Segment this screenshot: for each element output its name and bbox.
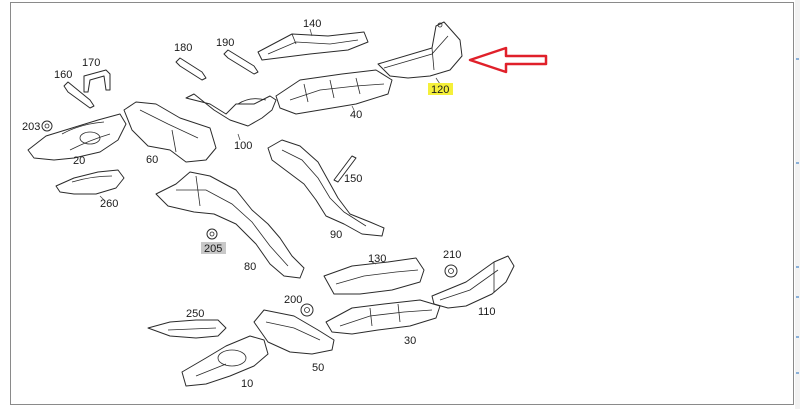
label-260: 260 <box>100 198 118 210</box>
label-120: 120 <box>431 84 449 96</box>
label-80: 80 <box>244 261 256 273</box>
label-60: 60 <box>146 154 158 166</box>
label-110: 110 <box>478 306 496 318</box>
part-60[interactable] <box>123 101 217 163</box>
leader-40 <box>351 105 355 111</box>
label-50: 50 <box>312 362 324 374</box>
strip-marker <box>796 162 799 164</box>
part-150[interactable] <box>333 155 357 183</box>
part-190[interactable] <box>223 49 259 75</box>
part-110[interactable] <box>431 255 515 309</box>
part-10[interactable] <box>181 335 269 387</box>
label-200: 200 <box>284 294 302 306</box>
label-170: 170 <box>82 57 100 69</box>
highlight-box-120 <box>428 83 453 95</box>
part-203[interactable] <box>41 120 53 132</box>
label-205: 205 <box>204 243 222 255</box>
label-10: 10 <box>241 378 253 390</box>
part-90[interactable] <box>267 139 385 237</box>
strip-marker <box>796 58 799 60</box>
part-30[interactable] <box>325 299 441 335</box>
label-90: 90 <box>330 229 342 241</box>
label-140: 140 <box>303 18 321 30</box>
part-180[interactable] <box>175 57 207 81</box>
part-260[interactable] <box>55 169 125 195</box>
label-40: 40 <box>350 109 362 121</box>
leader-260 <box>99 195 105 201</box>
part-80[interactable] <box>155 171 305 279</box>
label-160: 160 <box>54 69 72 81</box>
label-180: 180 <box>174 42 192 54</box>
scrollbar-strip <box>795 0 800 409</box>
label-20: 20 <box>73 155 85 167</box>
strip-marker <box>796 296 799 298</box>
label-210: 210 <box>443 249 461 261</box>
shaded-box-205 <box>201 242 226 254</box>
label-250: 250 <box>186 308 204 320</box>
leader-140 <box>309 28 313 37</box>
part-120[interactable] <box>377 21 463 79</box>
part-20[interactable] <box>27 113 127 161</box>
label-30: 30 <box>404 335 416 347</box>
part-40[interactable] <box>275 69 393 115</box>
part-50[interactable] <box>253 309 335 355</box>
part-140[interactable] <box>257 31 369 61</box>
part-100[interactable] <box>185 93 277 127</box>
strip-marker <box>796 336 799 338</box>
part-210[interactable] <box>444 264 458 278</box>
part-130[interactable] <box>323 257 425 295</box>
leader-130 <box>371 261 377 265</box>
label-190: 190 <box>216 37 234 49</box>
pointer-arrow-icon <box>468 46 548 74</box>
label-150: 150 <box>344 173 362 185</box>
part-250[interactable] <box>147 319 227 339</box>
label-100: 100 <box>234 140 252 152</box>
part-200[interactable] <box>300 303 314 317</box>
strip-marker <box>796 372 799 374</box>
part-205[interactable] <box>206 228 218 240</box>
part-170[interactable] <box>83 69 111 93</box>
leader-100 <box>237 133 241 141</box>
strip-marker <box>796 266 799 268</box>
part-160[interactable] <box>63 81 95 109</box>
label-203: 203 <box>22 121 40 133</box>
label-130: 130 <box>368 253 386 265</box>
